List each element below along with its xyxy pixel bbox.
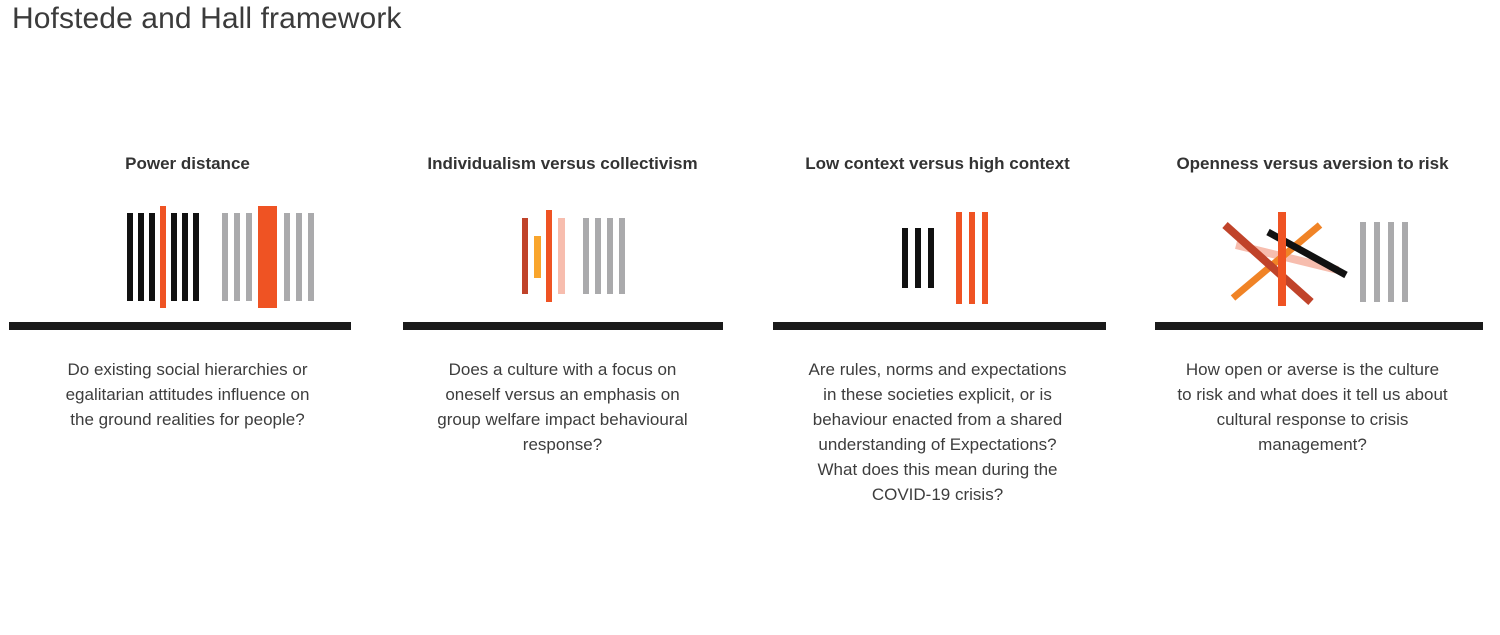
column-divider-power-distance xyxy=(8,322,351,331)
column-divider-low-context-versus-high-context xyxy=(772,322,1106,331)
column-heading-low-context-versus-high-context: Low context versus high context xyxy=(805,154,1070,173)
column-heading-individualism-versus-collectivism: Individualism versus collectivism xyxy=(427,154,698,173)
column-body-openness-versus-aversion-to-risk: How open or averse is the culture to ris… xyxy=(1177,360,1448,455)
crossing-lines-and-bars-icon xyxy=(1148,198,1478,318)
framework-column-low-context-versus-high-context: Low context versus high context Are rule… xyxy=(750,152,1125,508)
column-heading-openness-versus-aversion-to-risk: Openness versus aversion to risk xyxy=(1176,154,1449,173)
framework-column-power-distance: Power distance Do ex xyxy=(0,152,375,508)
column-body-low-context-versus-high-context: Are rules, norms and expectations in the… xyxy=(808,360,1067,505)
column-heading-power-distance: Power distance xyxy=(125,154,250,173)
column-divider-individualism-versus-collectivism xyxy=(402,322,723,331)
column-body-power-distance: Do existing social hierarchies or egalit… xyxy=(65,360,310,430)
framework-column-openness-versus-aversion-to-risk: Openness versus aversion to risk xyxy=(1125,152,1500,508)
framework-columns: Power distance Do ex xyxy=(0,152,1500,508)
framework-column-individualism-versus-collectivism: Individualism versus collectivism Does a… xyxy=(375,152,750,508)
bar-cluster-mixed-warm-icon xyxy=(398,198,728,318)
column-divider-openness-versus-aversion-to-risk xyxy=(1154,322,1483,331)
bar-cluster-black-orange-split-icon xyxy=(773,198,1103,318)
bar-cluster-black-orange-icon xyxy=(23,198,353,318)
column-body-individualism-versus-collectivism: Does a culture with a focus on oneself v… xyxy=(437,360,688,455)
page-title: Hofstede and Hall framework xyxy=(12,2,402,35)
